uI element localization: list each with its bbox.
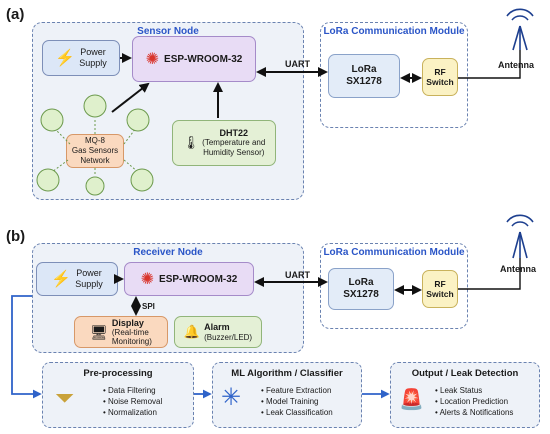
funnel-icon: ⏷ [55, 385, 75, 412]
list-item: Alerts & Notifications [435, 407, 514, 418]
antenna-b-icon [506, 214, 534, 259]
gas-to-esp-arrow [111, 82, 150, 113]
list-item: Noise Removal [103, 396, 162, 407]
preprocessing-title: Pre-processing [83, 368, 153, 379]
bell-icon: 🔔 [183, 324, 201, 339]
gas-sensors-network: MQ-8 Gas Sensors Network [66, 134, 124, 168]
panel-b-label: (b) [6, 228, 26, 245]
lightning-icon: ⚡ [51, 271, 72, 288]
receiver-to-preprocessing-arrow [11, 295, 42, 399]
output-list: Leak Status Location Prediction Alerts &… [435, 385, 514, 418]
output-stage: Output / Leak Detection 🚨 Leak Status Lo… [390, 362, 540, 428]
antenna-label-b: Antenna [500, 264, 536, 274]
alarm-box: 🔔 Alarm (Buzzer/LED) [174, 316, 262, 348]
esp-wroom-b: ✺ ESP-WROOM-32 [124, 262, 254, 296]
list-item: Feature Extraction [261, 385, 333, 396]
lora-module-title-b: LoRa Communication Module [323, 247, 465, 258]
uart-label-b: UART [285, 270, 310, 280]
antenna-a-icon [506, 8, 534, 51]
list-item: Normalization [103, 407, 162, 418]
lora-sx1278-b: LoRa SX1278 [328, 268, 394, 310]
espressif-icon: ✺ [145, 51, 160, 68]
panel-a-label: (a) [6, 6, 25, 23]
power-supply-a: ⚡ Power Supply [42, 40, 120, 76]
list-item: Leak Status [435, 385, 513, 396]
dht22-sensor: 🌡 DHT22 (Temperature and Humidity Sensor… [172, 120, 276, 166]
lora-module-title-a: LoRa Communication Module [323, 26, 465, 37]
siren-icon: 🚨 [399, 389, 424, 411]
gas-sensor-nodes [36, 94, 154, 196]
rf-antenna-a-line [458, 50, 521, 79]
thermometer-icon: 🌡 [182, 135, 200, 150]
power-supply-b: ⚡ Power Supply [36, 262, 118, 296]
list-item: Model Training [261, 396, 333, 407]
monitor-icon: 🖥 [90, 323, 108, 340]
ml-list: Feature Extraction Model Training Leak C… [261, 385, 333, 418]
list-item: Data Filtering [103, 385, 162, 396]
lora-sx1278-a: LoRa SX1278 [328, 54, 400, 98]
rf-switch-a: RF Switch [422, 58, 458, 96]
spi-label: SPI [142, 302, 155, 311]
preprocessing-stage: Pre-processing ⏷ Data Filtering Noise Re… [42, 362, 194, 428]
sensor-node-title: Sensor Node [137, 26, 199, 37]
rf-antenna-b-line [458, 258, 521, 290]
espressif-icon: ✺ [140, 271, 155, 288]
ml-stage: ML Algorithm / Classifier ✳ Feature Extr… [212, 362, 362, 428]
preprocessing-list: Data Filtering Noise Removal Normalizati… [103, 385, 162, 418]
uart-label-a: UART [285, 59, 310, 69]
brain-icon: ✳ [221, 384, 242, 411]
ml-title: ML Algorithm / Classifier [231, 368, 343, 379]
list-item: Leak Classification [261, 407, 333, 418]
receiver-node-title: Receiver Node [133, 247, 203, 258]
display-box: 🖥 Display (Real-time Monitoring) [74, 316, 168, 348]
rf-switch-b: RF Switch [422, 270, 458, 308]
output-title: Output / Leak Detection [411, 368, 519, 379]
lightning-icon: ⚡ [55, 50, 76, 67]
list-item: Location Prediction [435, 396, 513, 407]
esp-wroom-a: ✺ ESP-WROOM-32 [132, 36, 256, 82]
antenna-label-a: Antenna [498, 60, 534, 70]
